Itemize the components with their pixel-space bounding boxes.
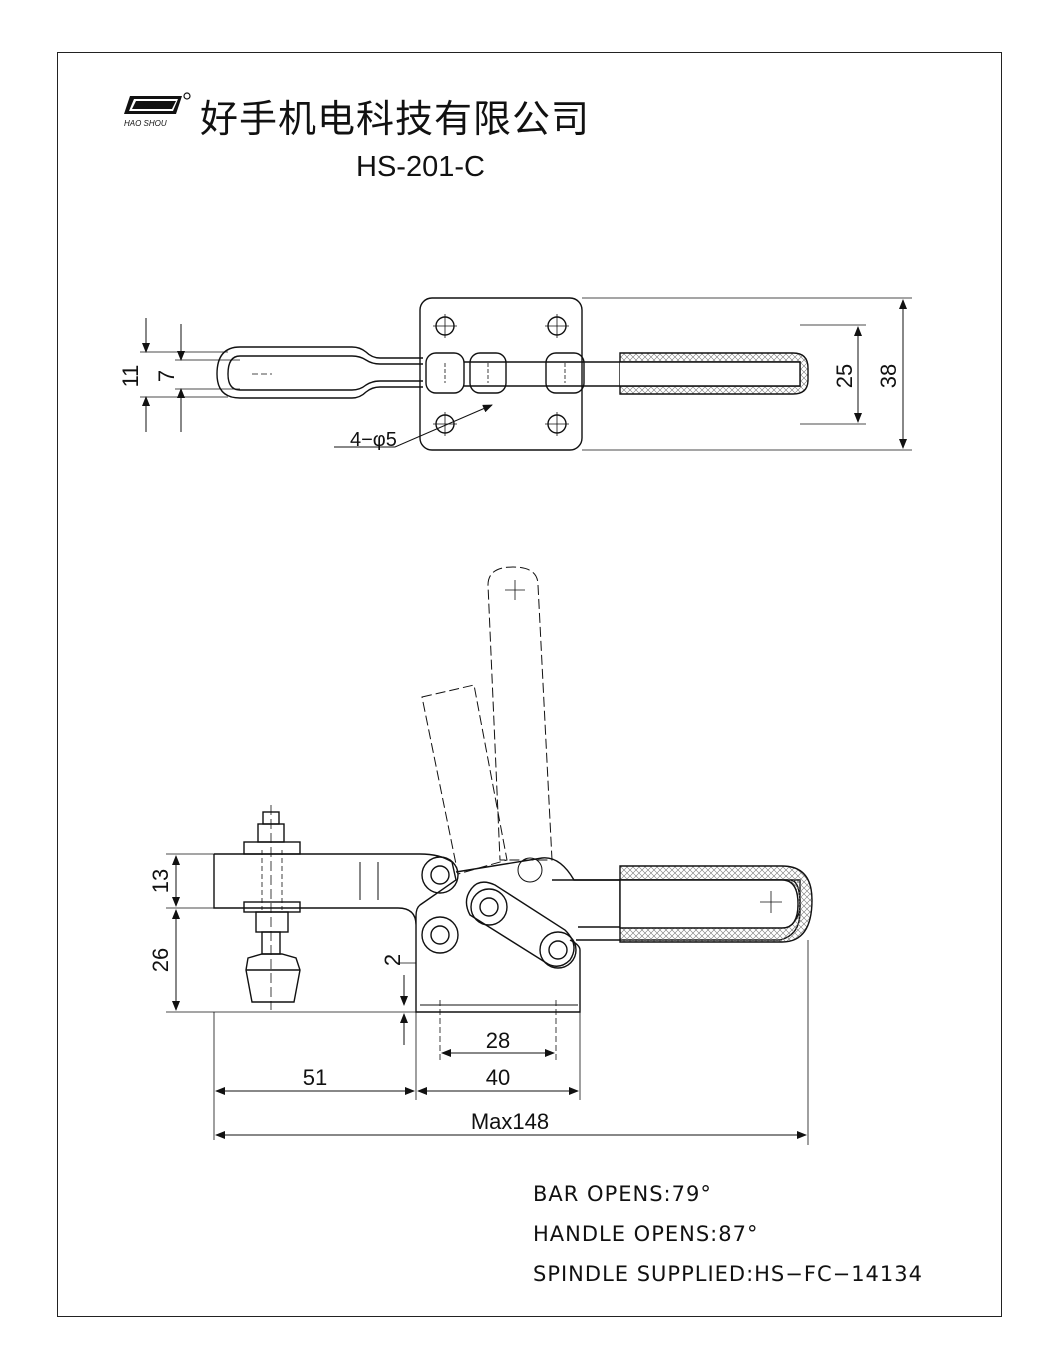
handle-open-phantom: [487, 566, 553, 861]
dim-26: 26: [148, 948, 173, 972]
logo-subtext: HAO SHOU: [124, 119, 167, 128]
dim-51: 51: [303, 1065, 327, 1090]
dim-38: 38: [876, 364, 901, 388]
pivot-pin: [430, 925, 450, 945]
dim-max: Max148: [471, 1109, 549, 1134]
bar-open-phantom: [421, 684, 508, 875]
linkage: [465, 881, 575, 967]
logo-text: HS: [142, 100, 156, 111]
base-plate: [419, 297, 583, 451]
model-number: HS-201-C: [356, 151, 485, 183]
spec-bar-opens: BAR OPENS:79°: [533, 1182, 712, 1206]
dim-28: 28: [486, 1028, 510, 1053]
clamp-bar-top: [216, 346, 423, 399]
pivot-block: [425, 352, 465, 394]
hole-callout: 4−φ5: [350, 429, 397, 451]
spindle-tip: [245, 953, 301, 1003]
pivot-block: [545, 352, 585, 394]
company-name: 好手机电科技有限公司: [200, 97, 591, 141]
top-view: [140, 297, 912, 451]
hs-logo-mark: HS HAO SHOU: [124, 92, 191, 128]
pivot-pin: [430, 865, 450, 885]
spec-spindle-supplied: SPINDLE SUPPLIED:HS−FC−14134: [533, 1262, 924, 1286]
dim-25: 25: [832, 364, 857, 388]
base: [415, 939, 581, 1013]
dim-40: 40: [486, 1065, 510, 1090]
hs-logo: HS HAO SHOU: [122, 92, 192, 132]
dim-7: 7: [154, 370, 179, 382]
spindle: [243, 805, 301, 1010]
spec-handle-opens: HANDLE OPENS:87°: [533, 1222, 759, 1246]
side-view: [166, 566, 813, 1145]
dim-11: 11: [118, 365, 143, 388]
dim-13: 13: [148, 869, 173, 893]
drawing-border: [57, 52, 1002, 1317]
dim-2: 2: [380, 954, 405, 966]
pivot-block: [469, 352, 507, 394]
clamp-arm: [213, 853, 457, 955]
